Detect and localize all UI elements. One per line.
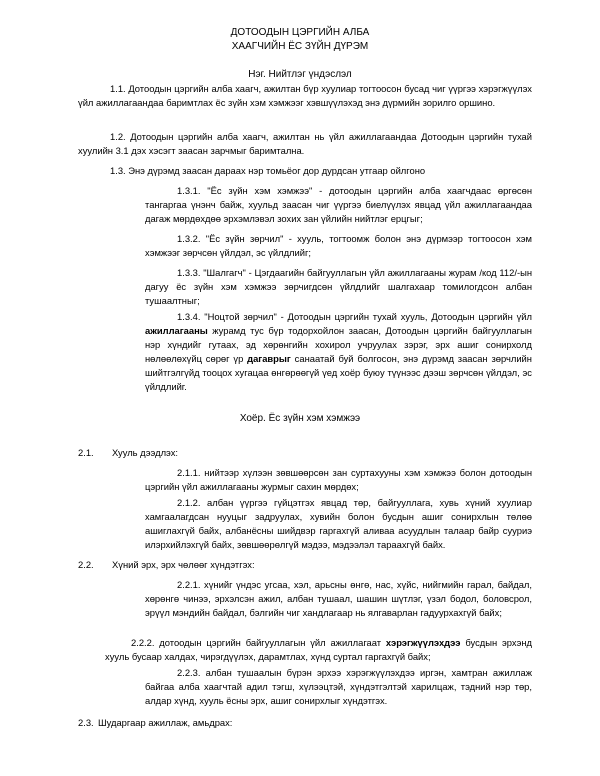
paragraph-1-3-2: 1.3.2. "Ёс зүйн зөрчил" - хууль, тогтоом… [145, 233, 532, 258]
clause-2-1-number: 2.1. [78, 447, 94, 458]
paragraph-2-2-2-bold-b: хэрэгжүүлэхдээ [385, 637, 461, 648]
document-title-line1: ДОТООДЫН ЦЭРГИЙН АЛБА [230, 27, 370, 38]
paragraph-2-2-2: 2.2.2. дотоодын цэргийн байгууллагын үйл… [105, 636, 532, 664]
paragraph-1-3-3: 1.3.3. "Шалгагч" - Цэгдаагийн байгууллаг… [145, 267, 532, 306]
paragraph-2-2-2-text-c: бусдын эрхэнд хууль бусаар халдах, чирэг… [105, 637, 533, 662]
clause-2-3-label: Шударгаар ажиллаж, амьдрах: [98, 717, 233, 728]
section2-heading: Хоёр. Ёс зүйн хэм хэмжээ [239, 413, 361, 424]
document-title-line2: ХААГЧИЙН ЁС ЗҮЙН ДҮРЭМ [231, 41, 369, 52]
clause-2-3-number: 2.3. [78, 717, 94, 728]
paragraph-2-1-2: 2.1.2. албан үүргээ гүйцэтгэх явцад төр,… [145, 497, 532, 550]
paragraph-2-2-2-text-a: 2.2.2. дотоодын цэргийн байгууллагын үйл… [131, 637, 382, 648]
paragraph-1-3-4: 1.3.4. "Ноцтой зөрчил" - Дотоодын цэргий… [145, 310, 532, 394]
paragraph-1-2: 1.2. Дотоодын цэргийн алба хаагч, ажилта… [78, 131, 532, 156]
paragraph-1-3-4-bold-d: дагаврыг [247, 353, 291, 364]
paragraph-1-3-4-text-e: санаатай буй болгосон, энэ дүрэмд заасан… [145, 353, 532, 392]
paragraph-2-2-1: 2.2.1. хүнийг үндэс угсаа, хэл, арьсны ө… [145, 579, 532, 618]
paragraph-1-3-4-bold-a: ажиллагааны [145, 325, 208, 336]
paragraph-1-3-4-text-c: журамд тус бүр тодорхойлон заасан, Дотоо… [145, 325, 532, 364]
paragraph-2-2-3: 2.2.3. албан тушаалын бүрэн эрхээ хэрэгж… [145, 667, 532, 706]
paragraph-1-1: 1.1. Дотоодын цэргийн алба хаагч, ажилта… [78, 83, 532, 108]
clause-2-2-number: 2.2. [78, 559, 94, 570]
paragraph-1-3-4-text-a: 1.3.4. "Ноцтой зөрчил" - Дотоодын цэргий… [177, 311, 532, 322]
section1-heading: Нэг. Нийтлэг үндэслэл [248, 69, 352, 80]
paragraph-1-3-1: 1.3.1. "Ёс зүйн хэм хэмжээ" - дотоодын ц… [145, 185, 532, 224]
paragraph-2-1-1: 2.1.1. нийтээр хүлээн зөвшөөрсөн зан сур… [145, 467, 532, 492]
clause-2-2-label: Хүний эрх, эрх чөлөөг хүндэтгэх: [112, 559, 255, 570]
clause-2-1-label: Хууль дээдлэх: [112, 447, 179, 458]
paragraph-1-3: 1.3. Энэ дүрэмд заасан дараах нэр томьёо… [110, 165, 426, 176]
